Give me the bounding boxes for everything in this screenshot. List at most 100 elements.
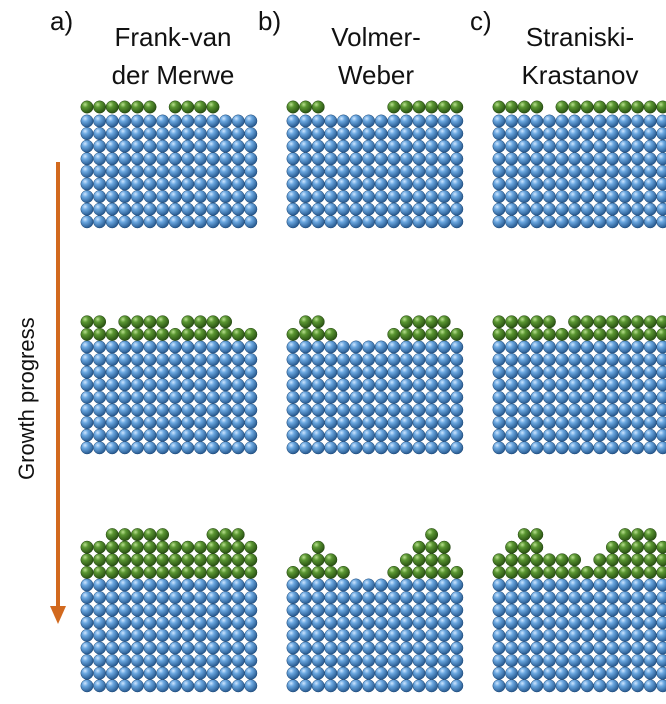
- substrate-atom: [656, 666, 666, 680]
- substrate-atom: [324, 202, 338, 216]
- substrate-atom: [631, 114, 645, 128]
- substrate-atom: [324, 353, 338, 367]
- substrate-atom: [143, 164, 157, 178]
- substrate-atom: [555, 152, 569, 166]
- substrate-atom: [80, 365, 94, 379]
- substrate-atom: [568, 654, 582, 668]
- substrate-atom: [387, 353, 401, 367]
- substrate-atom: [605, 365, 619, 379]
- adatom: [555, 553, 569, 567]
- substrate-atom: [505, 365, 519, 379]
- substrate-atom: [219, 616, 233, 630]
- substrate-atom: [492, 428, 506, 442]
- substrate-atom: [374, 164, 388, 178]
- adatom: [425, 100, 439, 114]
- substrate-atom: [193, 190, 207, 204]
- adatom: [437, 565, 451, 579]
- substrate-atom: [656, 177, 666, 191]
- substrate-atom: [425, 127, 439, 141]
- substrate-atom: [118, 177, 132, 191]
- substrate-atom: [168, 416, 182, 430]
- substrate-atom: [118, 215, 132, 229]
- substrate-atom: [593, 591, 607, 605]
- substrate-atom: [336, 365, 350, 379]
- substrate-atom: [555, 378, 569, 392]
- substrate-atom: [387, 654, 401, 668]
- substrate-atom: [492, 603, 506, 617]
- adatom: [193, 315, 207, 329]
- substrate-atom: [374, 403, 388, 417]
- substrate-atom: [450, 591, 464, 605]
- adatom: [105, 540, 119, 554]
- adatom: [437, 315, 451, 329]
- substrate-atom: [336, 202, 350, 216]
- substrate-atom: [168, 177, 182, 191]
- substrate-atom: [555, 654, 569, 668]
- substrate-atom: [605, 340, 619, 354]
- substrate-atom: [437, 591, 451, 605]
- substrate-atom: [568, 679, 582, 693]
- substrate-atom: [80, 603, 94, 617]
- substrate-atom: [555, 416, 569, 430]
- substrate-atom: [618, 365, 632, 379]
- substrate-atom: [336, 679, 350, 693]
- substrate-atom: [299, 340, 313, 354]
- substrate-atom: [568, 603, 582, 617]
- substrate-atom: [643, 679, 657, 693]
- substrate-atom: [450, 365, 464, 379]
- substrate-atom: [374, 202, 388, 216]
- substrate-atom: [530, 628, 544, 642]
- substrate-atom: [425, 591, 439, 605]
- substrate-atom: [118, 403, 132, 417]
- substrate-atom: [286, 215, 300, 229]
- adatom: [299, 565, 313, 579]
- adatom: [156, 528, 170, 542]
- substrate-atom: [193, 616, 207, 630]
- substrate-atom: [631, 603, 645, 617]
- adatom: [244, 565, 258, 579]
- substrate-atom: [93, 403, 107, 417]
- adatom: [517, 540, 531, 554]
- adatom: [631, 540, 645, 554]
- substrate-atom: [105, 616, 119, 630]
- adatom: [299, 100, 313, 114]
- substrate-atom: [631, 127, 645, 141]
- substrate-atom: [193, 578, 207, 592]
- substrate-atom: [374, 190, 388, 204]
- substrate-atom: [425, 190, 439, 204]
- substrate-atom: [412, 666, 426, 680]
- substrate-atom: [399, 591, 413, 605]
- substrate-atom: [593, 378, 607, 392]
- substrate-atom: [605, 441, 619, 455]
- substrate-atom: [643, 603, 657, 617]
- substrate-atom: [231, 428, 245, 442]
- substrate-atom: [311, 152, 325, 166]
- substrate-atom: [517, 365, 531, 379]
- substrate-atom: [130, 202, 144, 216]
- substrate-atom: [593, 441, 607, 455]
- substrate-atom: [130, 603, 144, 617]
- adatom: [219, 553, 233, 567]
- substrate-atom: [399, 628, 413, 642]
- substrate-atom: [143, 139, 157, 153]
- substrate-atom: [656, 378, 666, 392]
- substrate-atom: [580, 603, 594, 617]
- substrate-atom: [530, 616, 544, 630]
- substrate-atom: [605, 628, 619, 642]
- substrate-atom: [656, 578, 666, 592]
- substrate-atom: [450, 641, 464, 655]
- adatom: [193, 553, 207, 567]
- adatom: [93, 565, 107, 579]
- substrate-atom: [505, 127, 519, 141]
- substrate-atom: [492, 628, 506, 642]
- adatom: [492, 100, 506, 114]
- substrate-atom: [412, 591, 426, 605]
- adatom: [542, 553, 556, 567]
- substrate-atom: [286, 365, 300, 379]
- substrate-atom: [206, 353, 220, 367]
- substrate-atom: [374, 390, 388, 404]
- substrate-atom: [130, 390, 144, 404]
- substrate-atom: [311, 378, 325, 392]
- substrate-atom: [286, 127, 300, 141]
- substrate-atom: [505, 114, 519, 128]
